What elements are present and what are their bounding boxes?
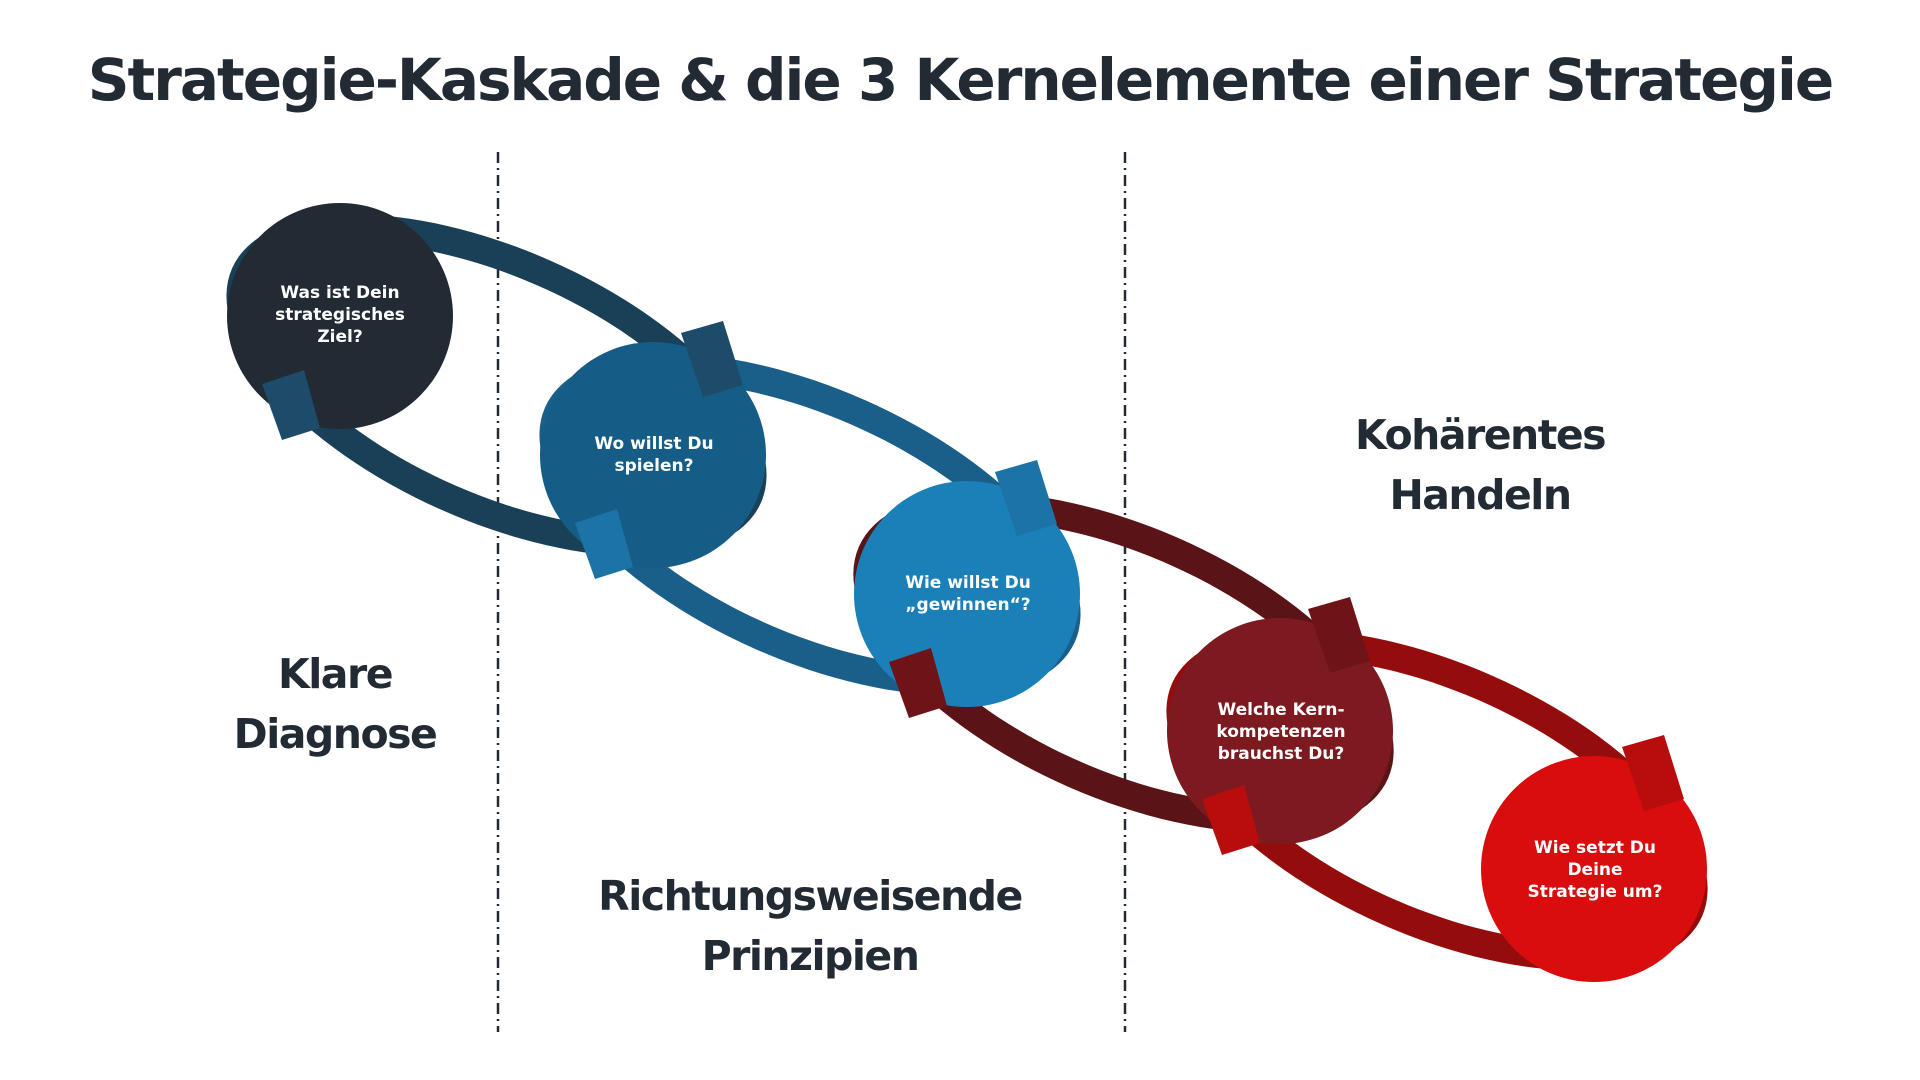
section-label-kohaerentes-handeln: Kohärentes Handeln (1354, 411, 1607, 519)
step-2-label: Wo willst Du spielen? (594, 434, 714, 476)
connector-tab-upper-1 (681, 321, 743, 397)
connector-tab-upper-4 (1622, 735, 1684, 811)
step-circle-1 (227, 203, 453, 429)
step-5-label: Wie setzt Du Deine Strategie um? (1527, 838, 1663, 902)
step-3-label: Wie willst Du „gewinnen“? (905, 573, 1031, 615)
connector-tab-lower-3 (889, 648, 947, 718)
connector-tab-lower-2 (575, 509, 633, 579)
connector-tab-upper-2 (995, 460, 1057, 536)
connector-tab-lower-4 (1202, 785, 1260, 855)
page-title: Strategie-Kaskade & die 3 Kernelemente e… (87, 46, 1834, 114)
connector-tabs (262, 321, 1684, 855)
step-circle-5 (1481, 756, 1707, 982)
step-circle-3 (854, 481, 1080, 707)
section-label-richtungsweisende-prinzipien: Richtungsweisende Prinzipien (598, 872, 1023, 980)
step-circle-4 (1167, 618, 1393, 844)
step-circles (227, 203, 1707, 982)
connector-tab-upper-3 (1308, 597, 1370, 673)
step-circle-2 (540, 342, 766, 568)
step-1-label: Was ist Dein strategisches Ziel? (275, 283, 405, 347)
connector-tab-lower-1 (262, 370, 320, 440)
section-label-klare-diagnose: Klare Diagnose (233, 650, 438, 758)
step-4-label: Welche Kern- kompetenzen brauchst Du? (1216, 700, 1346, 764)
